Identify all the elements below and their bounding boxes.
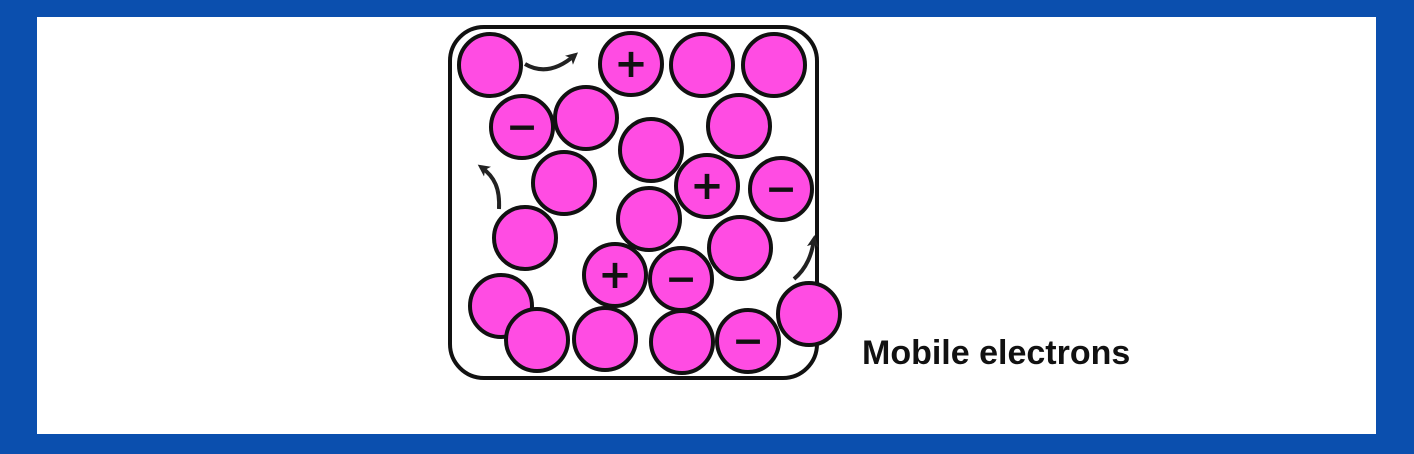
particle-circle <box>649 309 715 375</box>
particle-21: − <box>715 308 781 374</box>
particle-circle <box>598 31 664 97</box>
negative-charge-label: − <box>765 167 797 211</box>
particle-6 <box>553 85 619 151</box>
particle-circle <box>553 85 619 151</box>
particle-11: − <box>748 156 814 222</box>
particle-16: − <box>648 246 714 312</box>
particle-12 <box>616 186 682 252</box>
positive-charge-label: + <box>690 163 724 209</box>
particle-15: + <box>582 242 648 308</box>
positive-charge-label: + <box>598 252 632 298</box>
particle-7 <box>706 93 772 159</box>
negative-charge-label: − <box>506 105 538 149</box>
particle-4 <box>741 32 807 98</box>
particle-circle <box>616 186 682 252</box>
mobile-electrons-diagram: +−+−+−− <box>448 25 842 380</box>
mobile-electrons-caption: Mobile electrons <box>862 334 1131 372</box>
particle-circle <box>572 306 638 372</box>
particle-circle <box>706 93 772 159</box>
particle-circle <box>707 215 773 281</box>
particle-circle <box>492 205 558 271</box>
particle-circle <box>715 308 781 374</box>
positive-charge-label: + <box>614 41 648 87</box>
particle-circle <box>582 242 648 308</box>
particle-8 <box>618 117 684 183</box>
motion-arrow-right <box>792 235 819 281</box>
negative-charge-label: − <box>732 319 764 363</box>
particle-circle <box>531 150 597 216</box>
particle-13 <box>492 205 558 271</box>
particle-10: + <box>674 153 740 219</box>
particle-3 <box>669 32 735 98</box>
motion-arrow-left <box>477 164 502 210</box>
particle-circle <box>741 32 807 98</box>
particle-22 <box>776 281 842 347</box>
particle-14 <box>707 215 773 281</box>
particle-circle <box>669 32 735 98</box>
particle-9 <box>531 150 597 216</box>
particle-2: + <box>598 31 664 97</box>
particle-1 <box>457 32 523 98</box>
motion-arrow-group <box>477 52 819 281</box>
particle-5: − <box>489 94 555 160</box>
particle-circle <box>674 153 740 219</box>
particle-circle <box>504 307 570 373</box>
particle-18 <box>504 307 570 373</box>
particle-circle <box>457 32 523 98</box>
particle-circle <box>776 281 842 347</box>
particle-group: +−+−+−− <box>457 31 842 375</box>
particle-circle <box>748 156 814 222</box>
particle-20 <box>649 309 715 375</box>
particle-19 <box>572 306 638 372</box>
particle-circle <box>489 94 555 160</box>
particle-circle <box>618 117 684 183</box>
diagram-panel: +−+−+−− Mobile electrons <box>37 17 1376 434</box>
motion-arrow-top <box>523 52 579 72</box>
negative-charge-label: − <box>665 257 697 301</box>
